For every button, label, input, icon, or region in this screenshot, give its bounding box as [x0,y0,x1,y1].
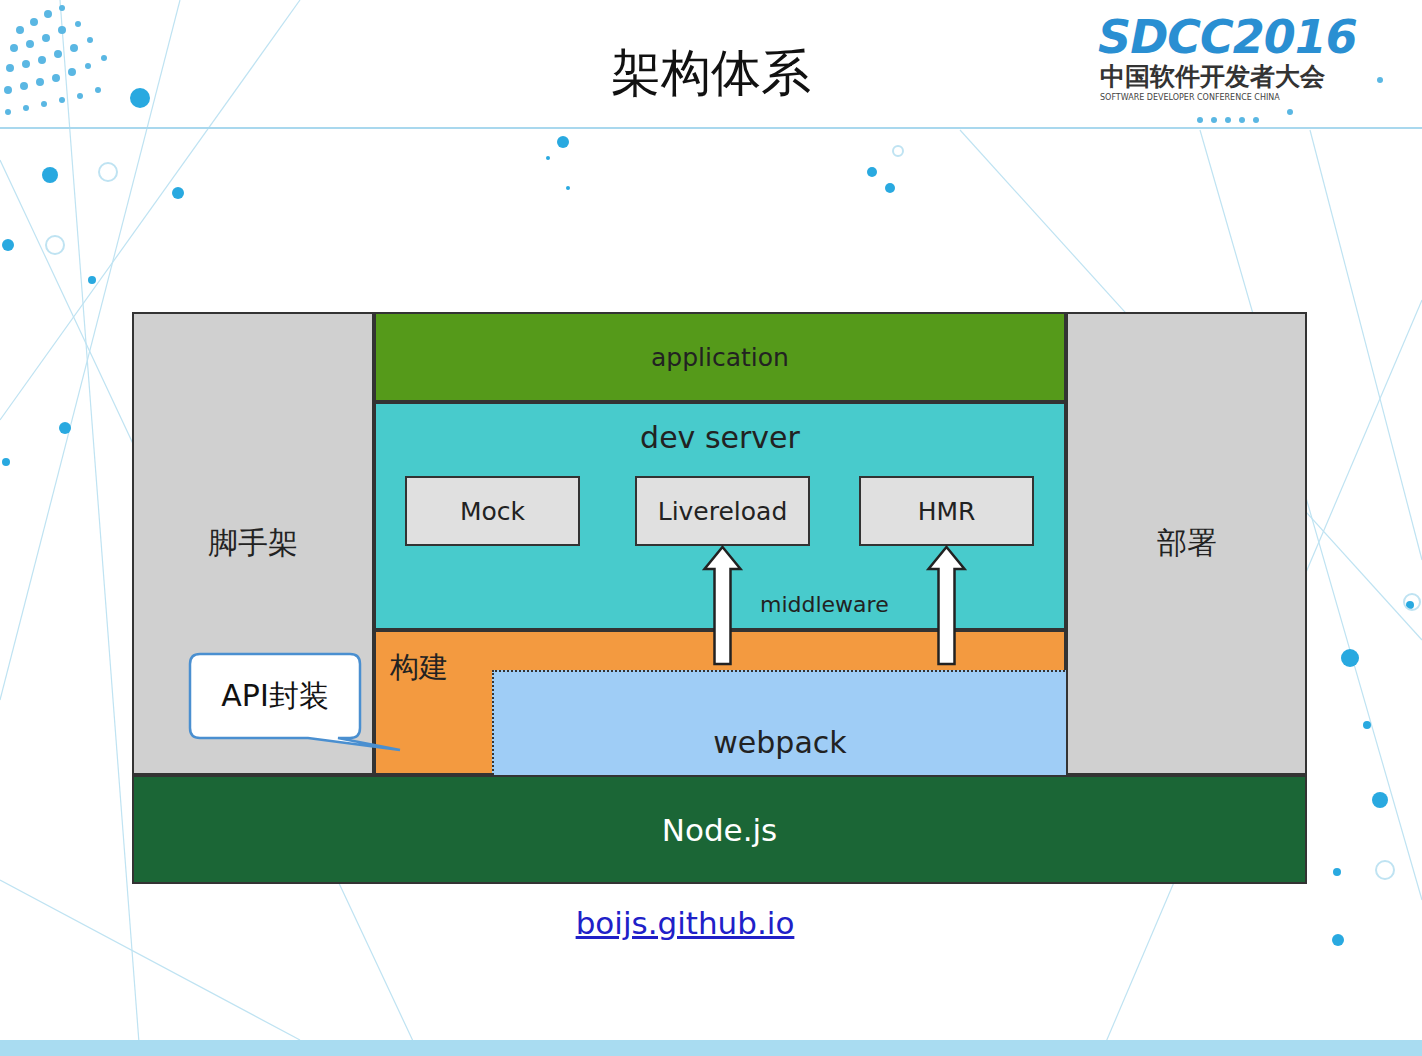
node-label: 构建 [390,648,448,688]
node-label: 部署 [1157,523,1217,564]
node-label: Livereload [658,497,788,526]
node-label: HMR [918,497,976,526]
node-label: API封装 [221,676,328,717]
layer-band: dev serverMock Livereload HMR [374,402,1066,630]
module-box: HMR [859,476,1034,546]
logo-tagline: SOFTWARE DEVELOPER CONFERENCE CHINA [1100,93,1280,102]
node-label: application [651,343,789,372]
connector-note: middleware [760,592,889,617]
node-label: 脚手架 [208,523,298,564]
layer-band: 构建 webpack [374,630,1066,775]
node-label: dev server [640,420,800,455]
logo-mark: SDCC2016 [1098,10,1357,64]
node-label: Node.js [662,812,778,848]
node-label: webpack [713,725,846,760]
callout-shape [190,654,400,750]
logo-subtitle: 中国软件开发者大会 [1100,60,1325,93]
module-box: Livereload [635,476,810,546]
side-panel: 部署 [1066,312,1307,775]
link-caption: boijs.github.io [0,905,1370,941]
base-band: Node.js [132,775,1307,884]
callout-bubble: API封装 [188,652,362,740]
module-box: Mock [405,476,580,546]
layer-band: application [374,312,1066,402]
node-label: Mock [460,497,525,526]
